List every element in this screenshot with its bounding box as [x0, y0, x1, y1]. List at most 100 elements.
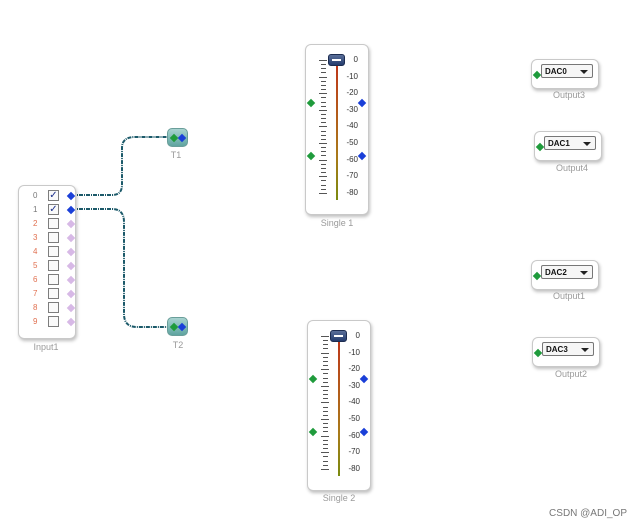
slider-tick: [323, 439, 328, 441]
output-block-output4[interactable]: DAC1: [534, 131, 602, 161]
slider-tick: [321, 385, 329, 387]
slider-knob[interactable]: [328, 54, 345, 66]
output-caption-output4: Output4: [555, 163, 589, 173]
slider-output-pin[interactable]: [359, 374, 369, 384]
slider-caption-single-2: Single 2: [322, 493, 356, 503]
slider-tick: [319, 76, 327, 78]
channel-number: 4: [33, 247, 38, 256]
slider-tick: [321, 188, 326, 190]
output-block-output1[interactable]: DAC2: [531, 260, 599, 290]
slider-block-single-1[interactable]: 0-10-20-30-40-50-60-70-80: [305, 44, 369, 215]
output-block-output2[interactable]: DAC3: [532, 337, 600, 367]
channel-output-pin[interactable]: [66, 205, 76, 215]
input-channel-row: 6: [19, 274, 77, 288]
dac-select-output2[interactable]: DAC3: [542, 342, 594, 356]
channel-checkbox[interactable]: [48, 316, 59, 327]
slider-tick: [323, 398, 328, 400]
slider-tick: [323, 456, 328, 458]
slider-tick: [321, 68, 326, 70]
slider-tick: [323, 427, 328, 429]
channel-output-pin[interactable]: [66, 303, 76, 313]
slider-knob[interactable]: [330, 330, 347, 342]
slider-input-pin[interactable]: [308, 374, 318, 384]
output-caption-output2: Output2: [554, 369, 588, 379]
slider-tick: [323, 464, 328, 466]
slider-tick-label: -40: [348, 397, 360, 407]
tap-block-t1[interactable]: [167, 128, 188, 147]
channel-output-pin[interactable]: [66, 261, 76, 271]
slider-input-pin[interactable]: [306, 98, 316, 108]
slider-input-pin[interactable]: [306, 151, 316, 161]
channel-number: 0: [33, 191, 38, 200]
slider-tick: [323, 410, 328, 412]
channel-number: 7: [33, 289, 38, 298]
slider-tick: [323, 356, 328, 358]
dac-select-output4[interactable]: DAC1: [544, 136, 596, 150]
slider-output-pin[interactable]: [357, 151, 367, 161]
slider-track[interactable]: [336, 55, 338, 200]
slider-tick-label: -70: [346, 171, 358, 181]
slider-tick: [321, 184, 326, 186]
slider-input-pin[interactable]: [308, 427, 318, 437]
tap-block-t2[interactable]: [167, 317, 188, 336]
slider-tick: [323, 423, 328, 425]
input-channel-row: 5: [19, 260, 77, 274]
slider-tick: [321, 147, 326, 149]
slider-block-single-2[interactable]: 0-10-20-30-40-50-60-70-80: [307, 320, 371, 491]
slider-output-pin[interactable]: [359, 427, 369, 437]
channel-number: 8: [33, 303, 38, 312]
output3-input-pin[interactable]: [532, 70, 542, 80]
channel-number: 9: [33, 317, 38, 326]
input-channel-row: 1✓: [19, 204, 77, 218]
wire-input0-to-t1[interactable]: [72, 136, 170, 196]
channel-output-pin[interactable]: [66, 247, 76, 257]
channel-checkbox[interactable]: [48, 302, 59, 313]
slider-tick: [321, 452, 329, 454]
output-block-output3[interactable]: DAC0: [531, 59, 599, 89]
channel-checkbox[interactable]: [48, 274, 59, 285]
channel-checkbox[interactable]: [48, 218, 59, 229]
slider-tick: [321, 130, 326, 132]
slider-tick-label: -20: [348, 364, 360, 374]
output2-input-pin[interactable]: [533, 348, 543, 358]
slider-tick: [321, 89, 326, 91]
slider-tick: [319, 143, 327, 144]
channel-checkbox[interactable]: [48, 260, 59, 271]
channel-checkbox[interactable]: ✓: [48, 190, 59, 201]
channel-number: 6: [33, 275, 38, 284]
t1-output-pin[interactable]: [177, 133, 187, 143]
dac-select-output3[interactable]: DAC0: [541, 64, 593, 78]
output4-input-pin[interactable]: [535, 142, 545, 152]
channel-output-pin[interactable]: [66, 191, 76, 201]
channel-output-pin[interactable]: [66, 317, 76, 327]
slider-tick-label: 0: [353, 55, 358, 64]
slider-tick: [321, 64, 326, 66]
t2-output-pin[interactable]: [177, 322, 187, 332]
slider-track[interactable]: [338, 331, 340, 476]
wire-input1-to-t2[interactable]: [72, 208, 170, 328]
slider-tick: [321, 134, 326, 136]
output-caption-output1: Output1: [552, 291, 586, 301]
slider-tick: [321, 352, 329, 354]
channel-output-pin[interactable]: [66, 275, 76, 285]
input-channel-row: 0✓: [19, 190, 77, 204]
slider-tick: [321, 151, 326, 153]
slider-tick: [321, 435, 329, 437]
channel-output-pin[interactable]: [66, 289, 76, 299]
channel-output-pin[interactable]: [66, 219, 76, 229]
tap-caption-t2: T2: [172, 340, 184, 350]
input-channel-row: 4: [19, 246, 77, 260]
slider-tick: [321, 336, 329, 337]
output1-input-pin[interactable]: [532, 271, 542, 281]
channel-checkbox[interactable]: [48, 246, 59, 257]
slider-tick: [321, 138, 326, 140]
slider-tick: [321, 122, 326, 124]
dac-select-output1[interactable]: DAC2: [541, 265, 593, 279]
channel-checkbox[interactable]: [48, 288, 59, 299]
channel-output-pin[interactable]: [66, 233, 76, 243]
slider-output-pin[interactable]: [357, 98, 367, 108]
input-channel-row: 3: [19, 232, 77, 246]
channel-checkbox[interactable]: [48, 232, 59, 243]
channel-checkbox[interactable]: ✓: [48, 204, 59, 215]
